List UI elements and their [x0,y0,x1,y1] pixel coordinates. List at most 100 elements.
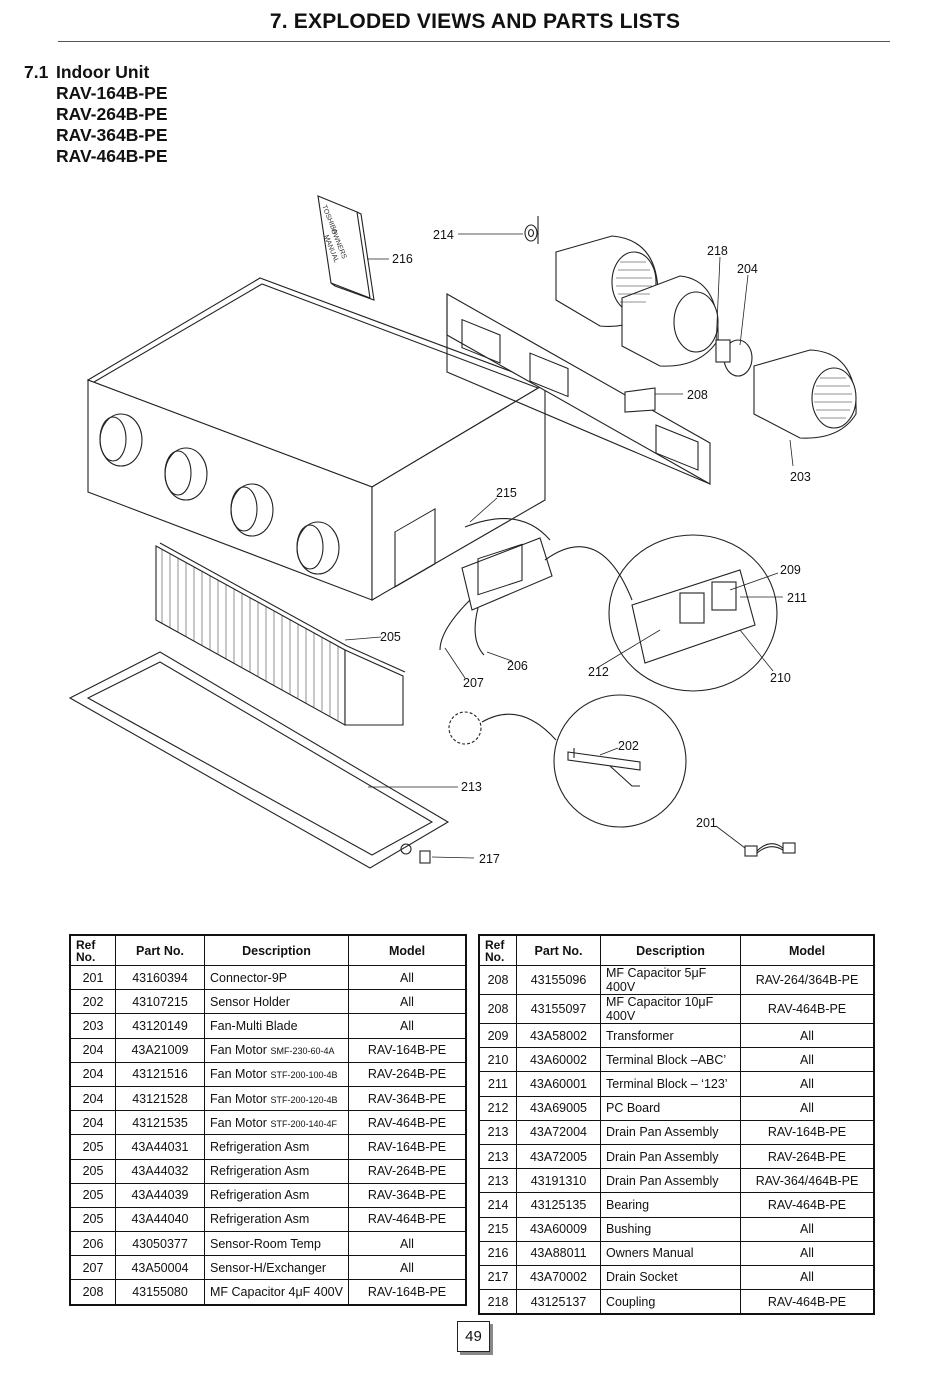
ref-no-cell-text: 203 [82,1018,104,1033]
part-no-cell-text: 43121528 [132,1091,188,1106]
model-cell: RAV-464B-PE [348,1206,467,1233]
description-cell-text: Sensor-H/Exchanger [210,1260,327,1275]
indoor-unit-casing [86,277,547,601]
model-cell-text: All [400,1236,414,1251]
part-no-cell-text: 43120149 [132,1018,188,1033]
model-cell: RAV-164B-PE [740,1119,875,1145]
model-cell: RAV-164B-PE [348,1134,467,1160]
model-cell: RAV-464B-PE [740,1289,875,1315]
ref-no-cell: 205 [69,1206,116,1233]
model-cell: All [348,1013,467,1039]
description-cell: Drain Pan Assembly [600,1119,741,1145]
ref-no-cell: 205 [69,1134,116,1160]
description-cell-text: Drain Pan Assembly [606,1149,719,1164]
part-no-cell: 43A69005 [516,1095,601,1121]
part-no-cell: 43125135 [516,1192,601,1218]
callout-206: 206 [507,659,528,673]
connector-drawing [744,842,796,857]
ref-no-cell: 216 [478,1240,517,1266]
part-no-cell-text: 43A58002 [529,1028,587,1043]
callout-216: 216 [392,252,413,266]
model-cell-text: RAV-364/464B-PE [755,1173,859,1188]
ref-no-cell: 205 [69,1158,116,1184]
part-no-cell: 43121535 [115,1110,205,1136]
description-cell-text: Coupling [606,1294,656,1309]
ref-no-cell: 208 [478,994,517,1024]
model-cell: All [740,1264,875,1291]
part-no-cell: 43A44031 [115,1134,205,1160]
part-no-cell-text: 43121535 [132,1115,188,1130]
description-cell-text: Transformer [606,1028,674,1043]
ref-no-cell: 202 [69,989,116,1015]
description-cell: Fan Motor STF-200-140-4F [204,1110,349,1136]
model-cell-text: All [400,1260,414,1275]
ref-no-cell-text: 205 [82,1212,104,1227]
part-no-cell: 43160394 [115,964,205,991]
description-cell: Sensor Holder [204,989,349,1015]
model-name: RAV-164B-PE [56,83,168,103]
description-cell-text: Refrigeration Asm [210,1188,310,1203]
model-cell-text: All [800,1028,814,1043]
table-row: 205 43A44040 Refrigeration Asm RAV-464B-PE [69,1206,467,1233]
ref-no-cell-text: 208 [487,1002,509,1016]
ref-no-cell: 215 [478,1216,517,1242]
ref-no-cell: 212 [478,1095,517,1121]
description-cell-text: Fan Motor [210,1091,267,1106]
part-no-cell: 43A44039 [115,1182,205,1208]
part-no-cell: 43125137 [516,1289,601,1315]
motor-model-code: SMF-230-60-4A [270,1046,335,1057]
part-no-cell-text: 43A44032 [131,1164,189,1179]
callout-207: 207 [463,676,484,690]
description-cell-text: Bearing [606,1197,650,1212]
part-no-cell-text: 43A60001 [529,1076,587,1091]
zoom-detail-sensor [448,694,687,828]
part-no-cell: 43155097 [516,994,601,1024]
ref-no-cell: 203 [69,1013,116,1039]
model-cell: RAV-264B-PE [348,1158,467,1184]
model-cell-text: All [400,994,414,1009]
part-no-cell-text: 43050377 [132,1236,188,1251]
callout-205: 205 [380,630,401,644]
description-cell: Terminal Block –ABC’ [600,1047,741,1073]
part-no-cell-text: 43155096 [530,973,587,987]
model-cell-text: All [400,970,414,985]
callout-214: 214 [433,228,454,242]
model-cell-text: All [800,1222,814,1237]
ref-no-cell: 206 [69,1231,116,1257]
model-cell-text: RAV-464B-PE [367,1115,447,1130]
model-cell: RAV-364/464B-PE [740,1168,875,1194]
description-cell-text: Terminal Block –ABC’ [606,1052,727,1067]
part-no-cell: 43107215 [115,989,205,1015]
ref-no-cell-text: 205 [82,1188,104,1203]
ref-no-cell-text: 205 [82,1164,104,1179]
ref-no-cell: 213 [478,1119,517,1145]
ref-no-cell-text: 213 [487,1125,509,1140]
description-cell-text: Sensor-Room Temp [210,1236,321,1251]
part-no-cell: 43155080 [115,1279,205,1306]
description-cell-text: Refrigeration Asm [210,1139,310,1154]
ref-no-cell: 201 [69,964,116,991]
description-cell-text: Fan Motor [210,1115,267,1130]
description-cell-text: Terminal Block – ‘123’ [606,1076,728,1091]
description-cell: Refrigeration Asm [204,1206,349,1233]
model-cell-text: RAV-264B-PE [367,1164,447,1179]
callout-215: 215 [496,486,517,500]
description-cell-text: Refrigeration Asm [210,1212,310,1227]
description-cell-text: Owners Manual [606,1246,694,1261]
part-no-cell-text: 43A69005 [529,1101,587,1116]
part-no-cell: 43A44040 [115,1206,205,1233]
description-cell: Drain Pan Assembly [600,1168,741,1194]
ref-no-cell: 213 [478,1143,517,1170]
model-cell-text: All [800,1101,814,1116]
bearing-drawing [524,216,539,244]
model-cell: RAV-264/364B-PE [740,965,875,995]
